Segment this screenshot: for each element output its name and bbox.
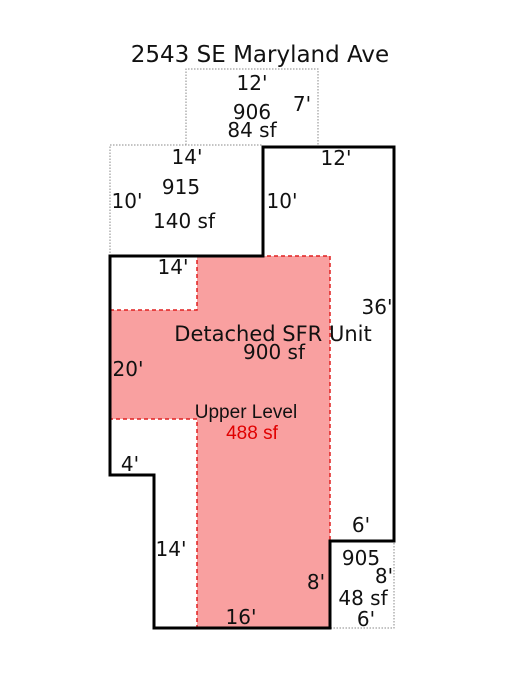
left-annex-width: 14' [172, 145, 203, 169]
left-annex-area: 140 sf [153, 209, 216, 233]
main-notch-dimension: 4' [121, 452, 139, 476]
left-annex-outline [109, 144, 263, 256]
left-annex-depth: 10' [112, 189, 143, 213]
main-right-lower-dimension: 8' [307, 570, 325, 594]
top-annex-width: 12' [237, 71, 268, 95]
right-annex-depth: 8' [375, 564, 393, 588]
main-unit-area: 900 sf [243, 340, 306, 364]
main-right-dimension: 36' [362, 295, 393, 319]
main-lower-left-dimension: 14' [156, 537, 187, 561]
top-annex-depth: 7' [293, 92, 311, 116]
right-annex-id: 905 [342, 546, 380, 570]
top-annex-id: 906 [233, 100, 271, 124]
main-left-dimension: 20' [113, 357, 144, 381]
left-annex-id: 915 [162, 175, 200, 199]
upper-level-region [109, 255, 331, 629]
right-annex-width: 6' [357, 607, 375, 631]
main-unit-name: Detached SFR Unit [174, 322, 371, 346]
upper-level-name: Upper Level [195, 402, 297, 423]
main-unit-outline [108, 145, 396, 630]
upper-level-area: 488 sf [226, 423, 278, 444]
main-right-bottom-dimension: 6' [352, 513, 370, 537]
page-title: 2543 SE Maryland Ave [131, 42, 389, 68]
right-annex-outline [330, 540, 395, 629]
top-annex-outline [185, 68, 319, 145]
right-annex-area: 48 sf [338, 586, 388, 610]
top-annex-area: 84 sf [227, 118, 277, 142]
main-top-dimension: 12' [321, 146, 352, 170]
main-left-top-dimension: 14' [158, 255, 189, 279]
main-bottom-dimension: 16' [226, 605, 257, 629]
main-upper-left-dimension: 10' [267, 189, 298, 213]
